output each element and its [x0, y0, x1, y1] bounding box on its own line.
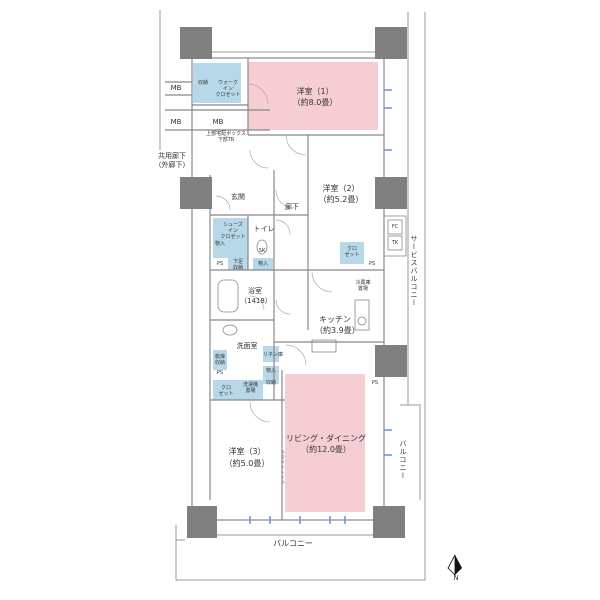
closet-b2-label: クロ ゼット — [344, 246, 360, 258]
columns — [180, 27, 407, 538]
tk-label: TK — [391, 240, 399, 246]
compass-north-label: N — [453, 574, 459, 582]
bedroom3-area: （約5.0畳） — [224, 459, 270, 468]
ps1-label: PS — [216, 261, 224, 267]
bedroom3-name: 洋室（3） — [228, 447, 266, 456]
mb1-label: MB — [170, 84, 182, 92]
balcony-outline — [159, 10, 426, 581]
dry-storage-label: 乾燥 収納 — [214, 354, 225, 366]
ps4-label: PS — [371, 380, 379, 386]
bedroom2-area: （約5.2畳） — [318, 195, 364, 204]
mb3-label: MB — [212, 118, 224, 126]
bath-area: （1418） — [240, 297, 272, 305]
linen-label: リネン庫 — [263, 352, 284, 358]
meter-box-label: 上部宅配ボックス 下部TR — [206, 131, 246, 143]
bedroom1-area: （約8.0畳） — [292, 98, 338, 107]
slop-sink-label: SK — [258, 248, 266, 254]
walls — [165, 57, 385, 521]
bedroom1-fill — [248, 62, 378, 130]
toilet-name: トイレ — [253, 225, 275, 233]
pantry2-label: 物入 — [265, 368, 276, 374]
common-corridor-label: 共用廊下 （外廊下） — [154, 152, 190, 169]
fc-label: FC — [391, 224, 399, 230]
washroom-name: 洗面室 — [236, 342, 258, 350]
closet-b3-label: クロ ゼット — [218, 385, 234, 397]
mb2-label: MB — [170, 118, 182, 126]
entrance-storage-label: 物入 — [214, 241, 225, 247]
balcony-side-label: バルコニー — [399, 440, 407, 480]
window-markers — [249, 89, 392, 524]
sink-storage-label: 下足 収納 — [232, 259, 243, 271]
pantry-label: 物入 — [257, 261, 268, 267]
service-unit — [383, 215, 407, 257]
closet-fills — [193, 63, 364, 400]
kitchen-area: （約3.9畳） — [315, 326, 360, 335]
living-fill — [285, 374, 365, 512]
bedroom2-name: 洋室（2） — [322, 184, 360, 193]
service-balcony-label: サービスバルコニー — [410, 235, 418, 307]
door-swings — [215, 83, 333, 423]
bath-name: 浴室 — [248, 287, 262, 295]
ps2-label: PS — [368, 261, 376, 267]
walk-in-closet-label: ウォーク イン クロゼット — [215, 80, 241, 98]
entrance-name: 玄関 — [231, 193, 245, 201]
washer-label: 洗濯機 置場 — [242, 382, 258, 394]
wash-storage-label: 収納 — [265, 380, 276, 386]
storage-small-label: 収納 — [197, 80, 208, 86]
hallway-name: 廊下 — [285, 203, 299, 211]
compass-icon — [447, 554, 462, 576]
ps3-label: PS — [216, 370, 224, 376]
rail-label: スライドレール — [281, 450, 286, 485]
fridge-label: 冷蔵庫 置場 — [355, 280, 371, 292]
bedroom1-name: 洋室（1） — [296, 87, 334, 96]
fixtures — [217, 239, 370, 353]
kitchen-name: キッチン — [319, 315, 351, 324]
living-area: （約12.0畳） — [301, 445, 351, 454]
living-name: リビング・ダイニング — [286, 434, 366, 443]
shoes-in-closet-label: シューズ イン クロゼット — [220, 222, 246, 240]
balcony-bottom-label: バルコニー — [273, 539, 313, 548]
